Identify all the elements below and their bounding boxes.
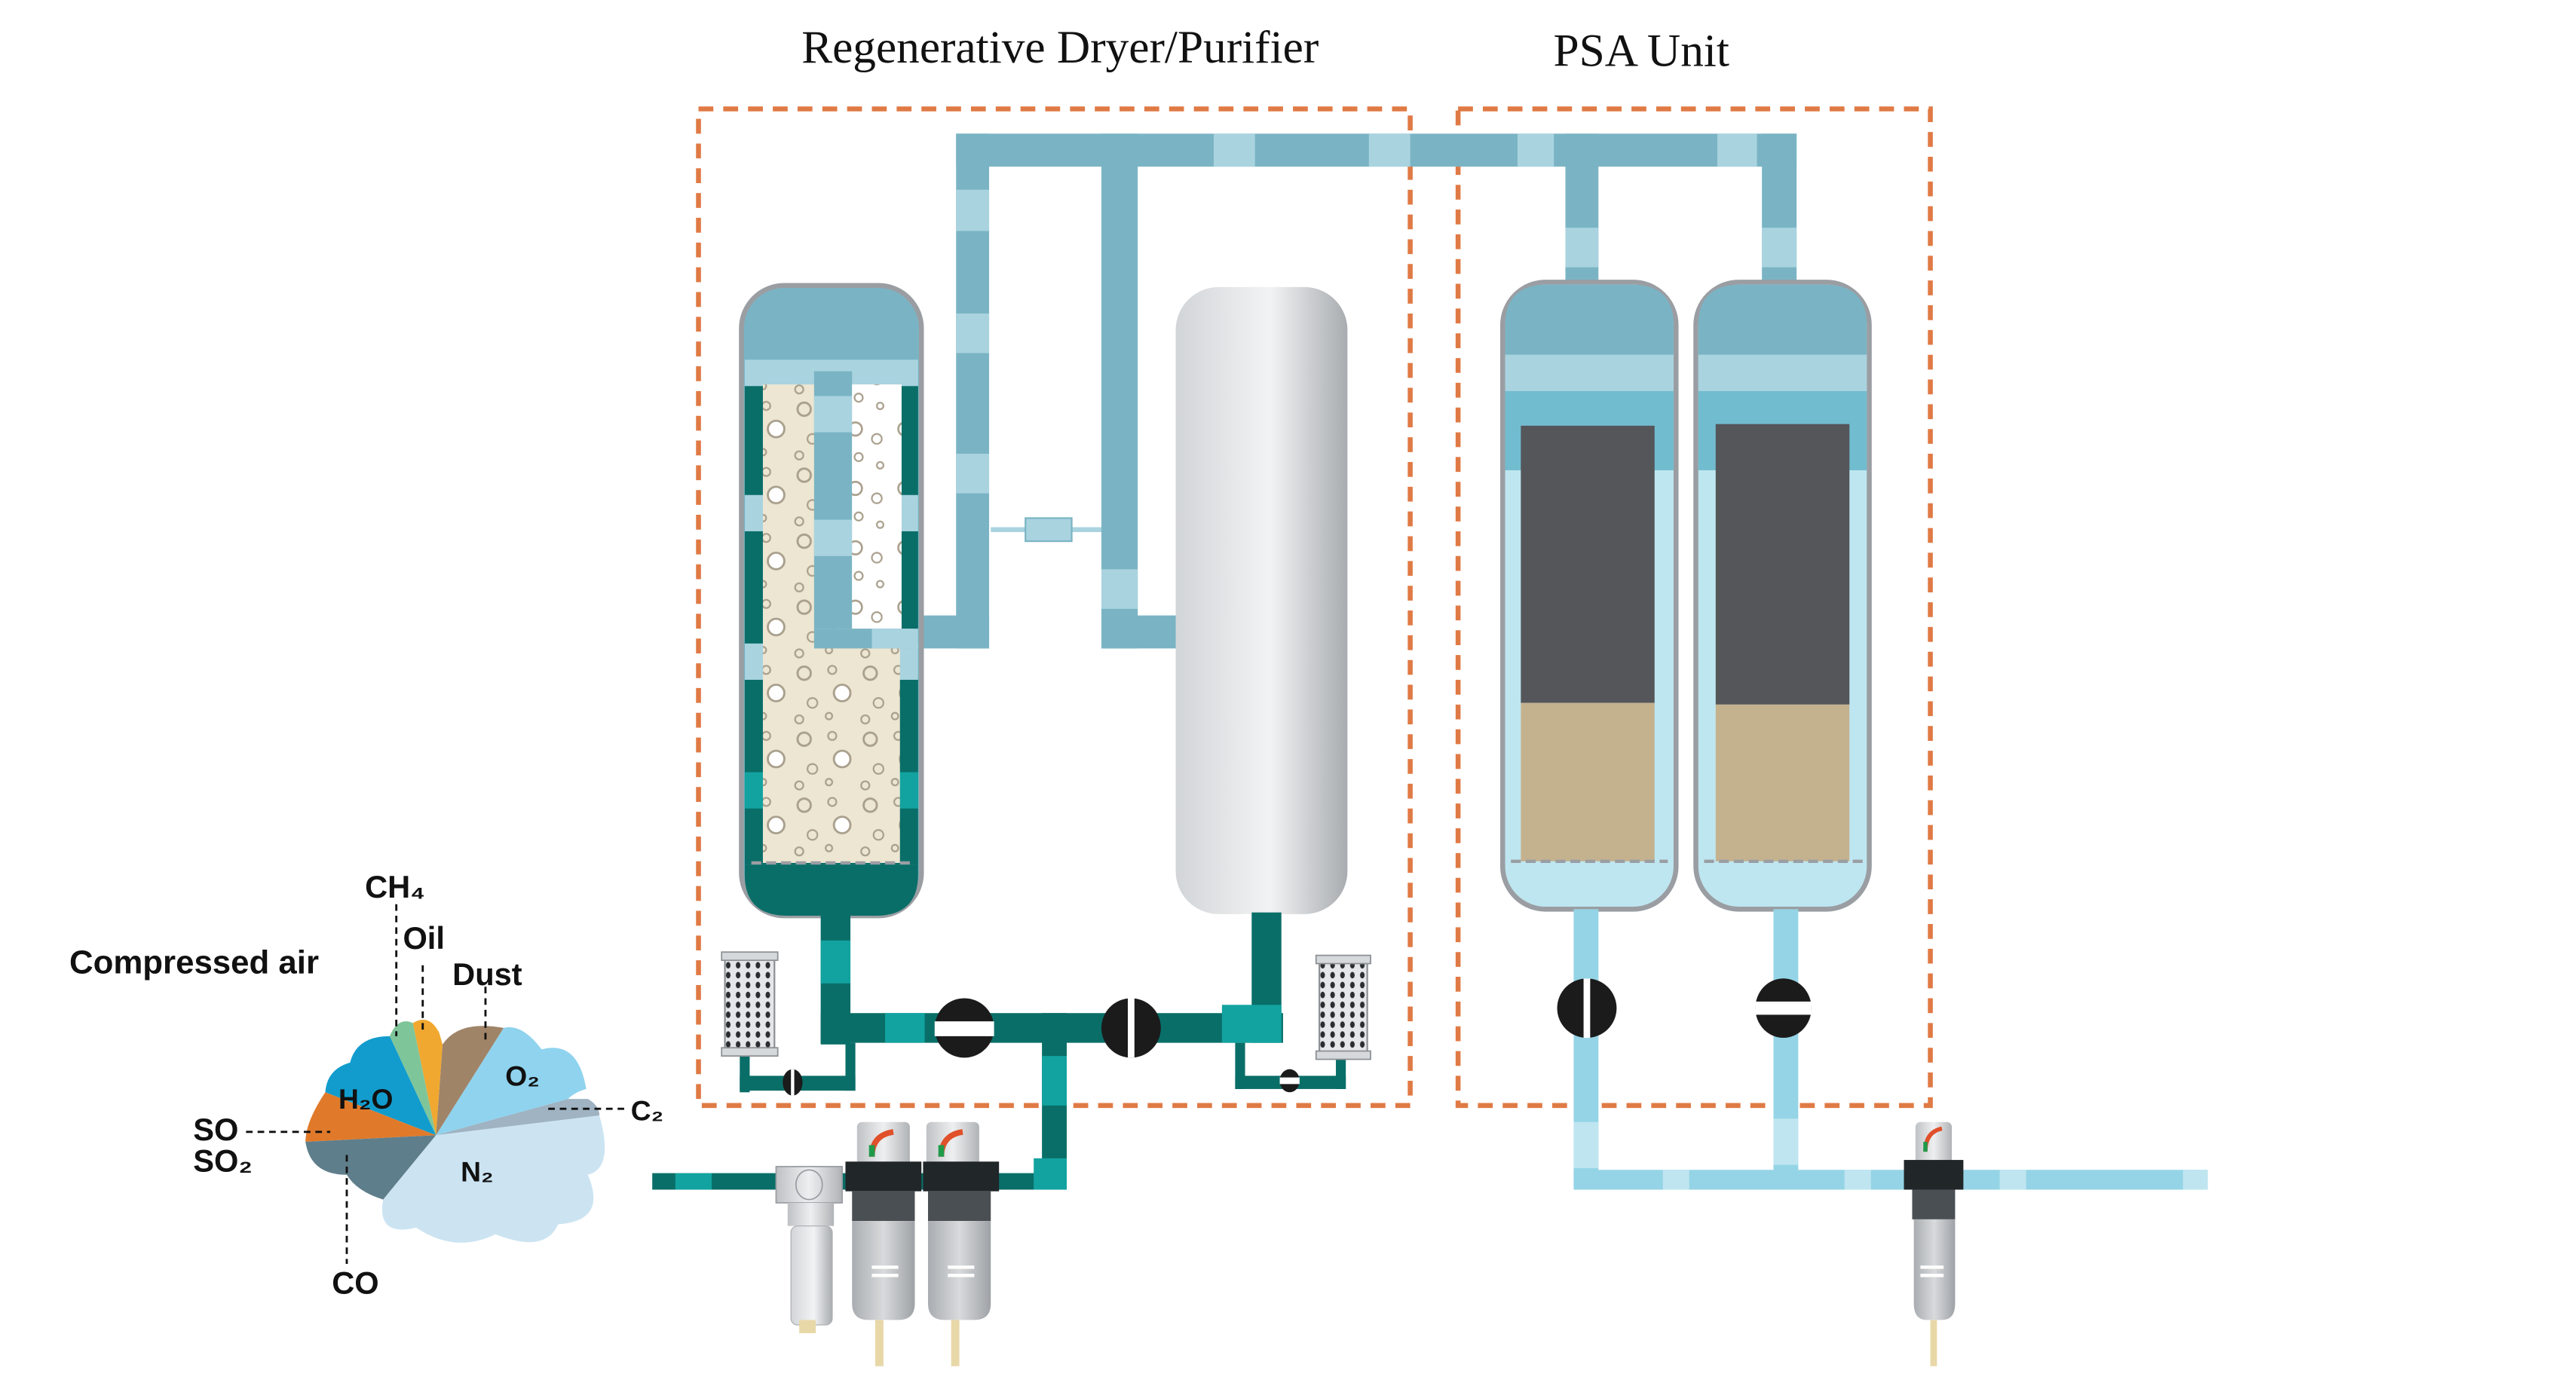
carbon-molecular-sieve: [1521, 425, 1655, 703]
water-separator: [775, 1165, 843, 1333]
coalescing-filter-2: [923, 1121, 1000, 1366]
label-so2: SO₂: [193, 1143, 253, 1178]
psa-section-title: PSA Unit: [1554, 26, 1729, 77]
support-layer: [1521, 702, 1655, 861]
label-oil: Oil: [403, 920, 444, 956]
fan-segment-oil: [412, 1019, 443, 1136]
label-h2o: H₂O: [338, 1083, 393, 1115]
label-co: CO: [332, 1265, 378, 1300]
desiccant-tower-regenerating: [1175, 286, 1348, 914]
legend-heading: Compressed air: [69, 944, 319, 981]
label-c2: C₂: [631, 1095, 663, 1127]
psa-tower-right: [1693, 280, 1872, 912]
fan-segment-o2: [436, 1026, 587, 1136]
coalescing-filter-1: [845, 1121, 922, 1366]
nitrogen-product-piping: [1573, 909, 2208, 1190]
psa-boundary: [1455, 106, 1933, 1109]
label-so: SO: [193, 1112, 238, 1147]
fan-segment-h2o: [325, 1036, 436, 1136]
psa-left-valve-open-icon[interactable]: [1557, 978, 1617, 1039]
fan-segment-n2: [381, 1115, 605, 1243]
exhaust-silencer-right: [1315, 954, 1371, 1060]
label-ch4: CH₄: [365, 869, 425, 904]
dryer-right-valve-open-icon[interactable]: [1101, 998, 1161, 1058]
wet-air-piping: [652, 912, 1346, 1190]
fan-segment-c2: [436, 1099, 600, 1136]
label-dust: Dust: [452, 956, 522, 992]
contaminant-fan-chart: [246, 904, 626, 1264]
silencer-left-valve-icon[interactable]: [783, 1069, 803, 1096]
fan-segment-dust: [436, 1026, 504, 1136]
nitrogen-outlet-filter: [1904, 1121, 1964, 1366]
regen-header-pipe: [903, 133, 1797, 649]
desiccant-tower-active: [739, 283, 924, 919]
fan-segment-ch4: [389, 1021, 436, 1136]
fan-segment-co: [305, 1135, 436, 1200]
dryer-left-valve-closed-icon[interactable]: [934, 998, 994, 1058]
exhaust-silencer-left: [721, 951, 779, 1057]
psa-tower-left: [1499, 280, 1679, 912]
silencer-right-valve-icon[interactable]: [1279, 1069, 1300, 1093]
fan-segment-so: [305, 1092, 436, 1142]
dryer-section-title: Regenerative Dryer/Purifier: [801, 22, 1319, 73]
label-n2: N₂: [461, 1156, 493, 1188]
label-o2: O₂: [505, 1060, 540, 1092]
psa-right-valve-closed-icon[interactable]: [1755, 978, 1812, 1039]
